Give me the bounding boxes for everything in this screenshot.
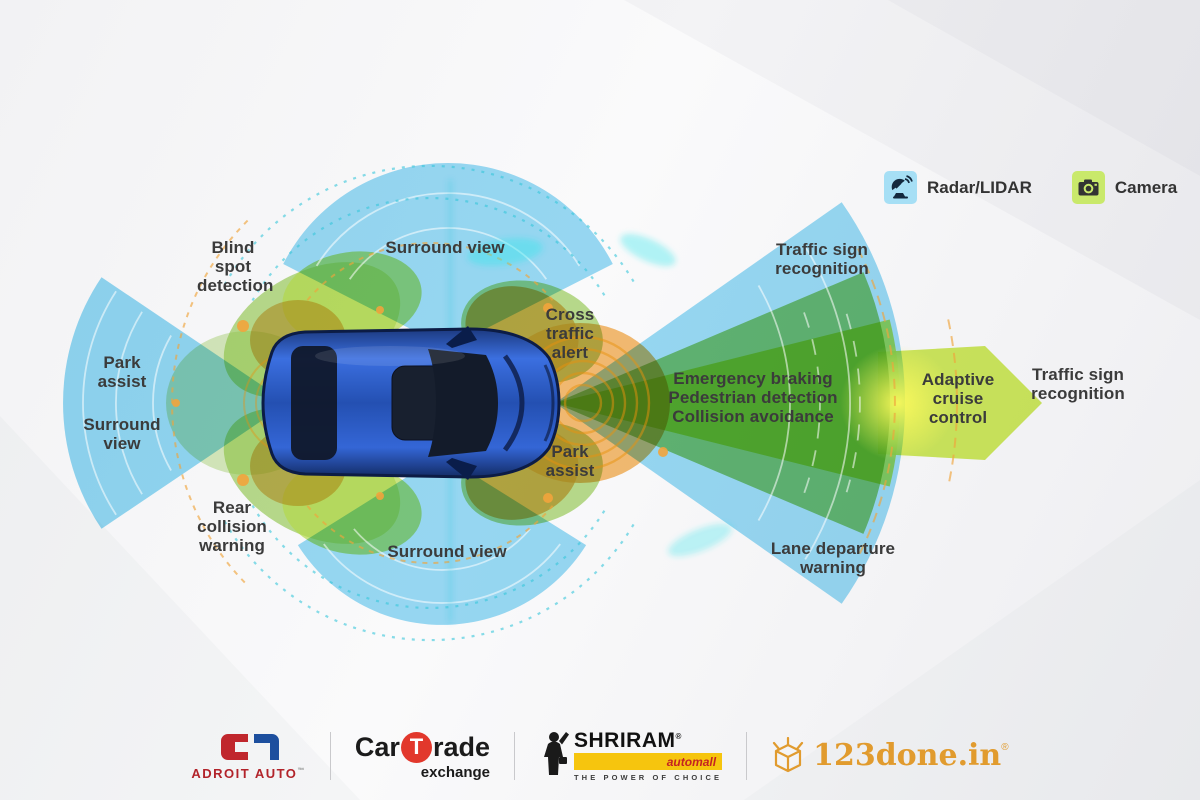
shriram-man-icon	[544, 732, 569, 775]
adroit-auto-logo: ADROIT AUTO™	[191, 732, 306, 781]
range-arcs-teal	[223, 164, 637, 642]
shriram-automall-text: automall	[666, 754, 717, 769]
adroit-auto-name: ADROIT AUTO™	[191, 765, 306, 781]
123done-logo: 123done.in®	[771, 737, 1009, 775]
zone-label-emergency-braking: Emergency braking Pedestrian detection C…	[668, 369, 838, 427]
zone-label-park-assist-front: Park assist	[545, 442, 595, 481]
radar-lidar-icon	[884, 171, 917, 204]
car-windshield	[428, 349, 498, 457]
logo-divider	[329, 732, 331, 780]
shriram-automall-logo: SHRIRAM® automall THE POWER OF CHOICE	[539, 729, 723, 782]
camera-icon	[1071, 171, 1105, 204]
acc-sector	[555, 319, 900, 487]
car-bumper-line	[543, 364, 555, 442]
shriram-name: SHRIRAM®	[574, 729, 682, 752]
zone-label-surround-view-top: Surround view	[385, 238, 505, 257]
car-mirror-bottom	[446, 458, 477, 480]
zone-label-adaptive-cruise-control: Adaptive cruise control	[921, 370, 995, 428]
zone-label-lane-departure-warning: Lane departure warning	[770, 539, 896, 578]
legend-item-radar: Radar/LIDAR	[884, 171, 1032, 204]
zone-label-surround-view-bottom: Surround view	[387, 542, 507, 561]
car-rear-window	[291, 346, 337, 460]
logo-divider	[746, 732, 748, 780]
123done-name: 123done.in®	[813, 738, 1009, 773]
car-roof-highlight	[315, 346, 465, 366]
radar-zone-bottom	[297, 455, 587, 625]
range-arcs-orange	[171, 219, 958, 587]
sensor-legend: Radar/LIDAR Camera	[884, 171, 1177, 204]
car-hood-line	[502, 354, 525, 452]
cartrade-car: Car	[354, 731, 400, 762]
zone-label-cross-traffic-alert: Cross traffic alert	[545, 305, 595, 363]
cartrade-t-icon: T	[400, 731, 432, 763]
car-mirror-top	[446, 326, 477, 348]
zone-label-traffic-sign-recognition-right: Traffic sign recognition	[1031, 365, 1125, 404]
legend-radar-label: Radar/LIDAR	[927, 177, 1032, 197]
legend-camera-label: Camera	[1114, 177, 1178, 197]
zone-label-blind-spot-detection: Blind spot detection	[197, 238, 274, 296]
zone-label-surround-view-left: Surround view	[83, 415, 161, 454]
shriram-tagline: THE POWER OF CHOICE	[574, 773, 723, 782]
cartrade-logo: Car T rade exchange	[354, 731, 490, 781]
adroit-auto-mark-icon	[220, 733, 279, 760]
car-top-view	[261, 326, 561, 480]
zone-label-rear-collision-warning: Rear collision warning	[197, 498, 267, 556]
cartrade-exchange: exchange	[420, 763, 490, 781]
zone-label-park-assist-rear: Park assist	[97, 353, 147, 392]
shriram-automall-banner: automall	[574, 753, 723, 770]
legend-item-camera: Camera	[1071, 171, 1178, 204]
123done-box-icon	[772, 737, 804, 773]
zone-label-traffic-sign-recognition-top: Traffic sign recognition	[775, 240, 869, 279]
acc-glow	[840, 345, 956, 461]
cartrade-rade: rade	[432, 731, 490, 762]
logo-divider	[514, 732, 515, 780]
sensor-dots	[172, 303, 668, 503]
footer-logos: ADROIT AUTO™ Car T rade exchange SHRIRAM…	[0, 720, 1200, 792]
